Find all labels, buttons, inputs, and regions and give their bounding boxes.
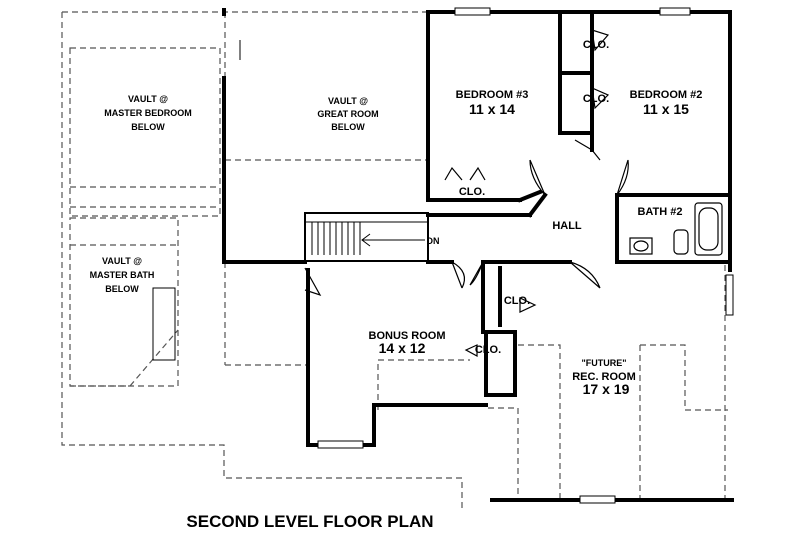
bedroom3-name: BEDROOM #3 — [456, 89, 529, 101]
rec-room-note: "FUTURE" — [581, 358, 626, 368]
vault-master-bedroom-line2: MASTER BEDROOM — [104, 108, 192, 118]
vault-great-room-line1: VAULT @ — [328, 96, 368, 106]
stair-down-label: DN — [427, 236, 440, 246]
closet-mid-label: CLO. — [583, 93, 609, 105]
vault-great-room-line3: BELOW — [331, 122, 365, 132]
vault-master-bedroom-line3: BELOW — [131, 122, 165, 132]
walls — [222, 8, 734, 502]
windows — [317, 7, 734, 504]
ceiling-lines — [152, 40, 241, 361]
bonus-room-size: 14 x 12 — [379, 340, 426, 356]
vault-master-bath-line1: VAULT @ — [102, 256, 142, 266]
bath-fixtures — [629, 202, 723, 256]
doors — [304, 29, 629, 358]
vault-master-bedroom-label: VAULT @ MASTER BEDROOM BELOW — [104, 94, 192, 132]
closet-top-label: CLO. — [583, 39, 609, 51]
rec-room-name: REC. ROOM — [572, 371, 636, 383]
closet-hall-label: CLO. — [504, 295, 530, 307]
plan-title: SECOND LEVEL FLOOR PLAN — [186, 512, 433, 531]
vault-master-bath-label: VAULT @ MASTER BATH BELOW — [90, 256, 155, 294]
vault-great-room-line2: GREAT ROOM — [317, 109, 378, 119]
vault-master-bath-line2: MASTER BATH — [90, 270, 155, 280]
vault-great-room-label: VAULT @ GREAT ROOM BELOW — [317, 96, 378, 132]
stair — [304, 212, 429, 262]
closet-bedroom3-label: CLO. — [459, 186, 485, 198]
closet-bonus-label: CLO. — [475, 344, 501, 356]
bath2-label: BATH #2 — [637, 206, 682, 218]
hall-label: HALL — [552, 220, 582, 232]
bonus-room-name: BONUS ROOM — [369, 330, 446, 342]
bedroom3-size: 11 x 14 — [469, 101, 515, 117]
bedroom2-name: BEDROOM #2 — [630, 89, 703, 101]
vault-master-bedroom-line1: VAULT @ — [128, 94, 168, 104]
bedroom2-size: 11 x 15 — [643, 101, 689, 117]
vault-master-bath-line3: BELOW — [105, 284, 139, 294]
rec-room-size: 17 x 19 — [583, 381, 630, 397]
